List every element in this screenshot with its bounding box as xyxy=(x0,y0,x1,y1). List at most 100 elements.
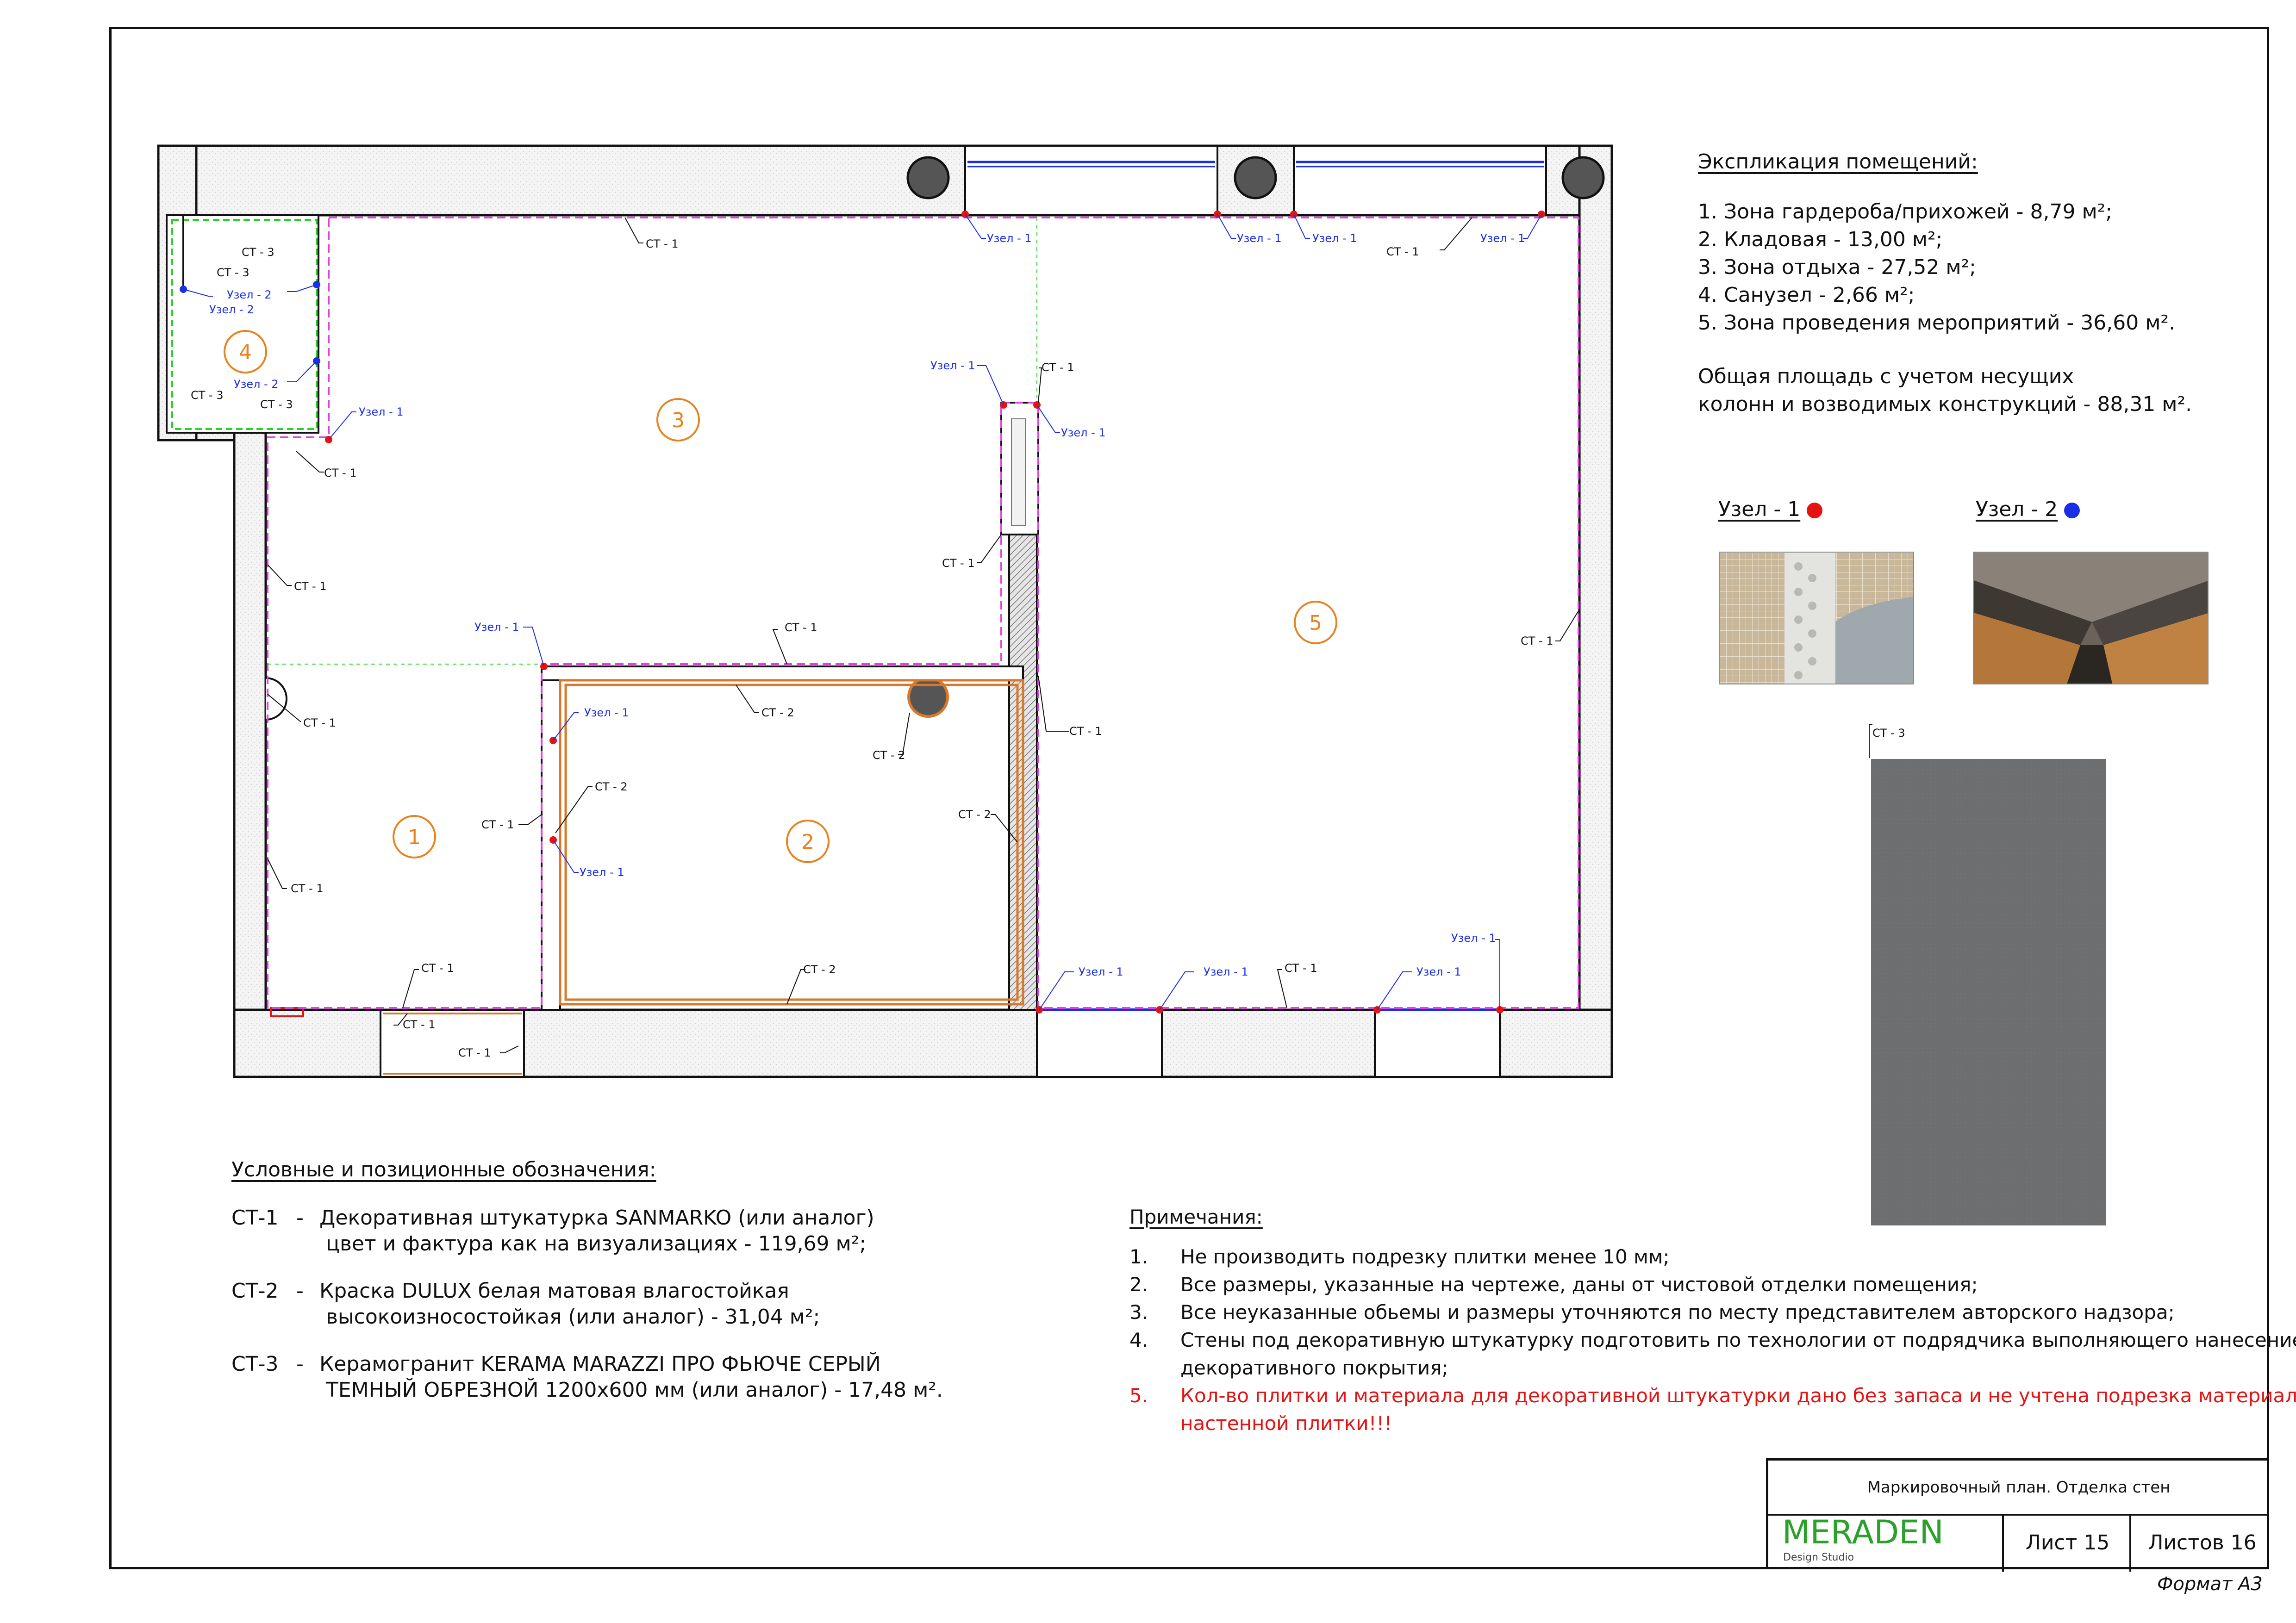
label-uzel1-f: Узел - 1 xyxy=(930,359,975,372)
explication-title: Экспликация помещений: xyxy=(1698,150,1978,174)
room-1-number: 1 xyxy=(408,826,421,849)
room-line-1: 1. Зона гардероба/прихожей - 8,79 м²; xyxy=(1698,200,2113,224)
label-ct2-d: СТ - 2 xyxy=(958,808,991,821)
legend-item-ct3: СТ-3- Керамогранит KERAMA MARAZZI ПРО ФЬ… xyxy=(231,1351,943,1403)
label-uzel1-g: Узел - 1 xyxy=(1061,426,1106,439)
label-uzel1-i: Узел - 1 xyxy=(584,706,629,719)
note-item: 2.Все размеры, указанные на чертеже, дан… xyxy=(1129,1273,1978,1296)
room-3-number: 3 xyxy=(672,409,685,432)
total-area-line-2: колонн и возводимых конструкций - 88,31 … xyxy=(1698,392,2192,416)
node-2-photo xyxy=(1973,552,2209,684)
legend-item-ct1: СТ-1- Декоративная штукатурка SANMARKO (… xyxy=(231,1205,943,1257)
label-ct1-p: СТ - 1 xyxy=(1285,962,1317,975)
sheet-number: Лист 15 xyxy=(2002,1514,2131,1572)
paper-format: Формат А3 xyxy=(2157,1573,2263,1595)
room-line-3: 3. Зона отдыха - 27,52 м²; xyxy=(1698,255,1976,279)
room-4-number: 4 xyxy=(239,341,252,364)
note-item: 3.Все неуказанные обьемы и размеры уточн… xyxy=(1129,1301,2175,1324)
label-ct2-e: СТ - 2 xyxy=(803,963,836,976)
legend-text: цвет и фактура как на визуализациях - 11… xyxy=(326,1232,867,1256)
legend-code: СТ-1 xyxy=(231,1206,279,1230)
label-uzel2-c: Узел - 2 xyxy=(234,378,279,391)
legend-code: СТ-3 xyxy=(231,1352,279,1376)
uzel-leaders xyxy=(183,214,1542,1010)
note-item: 4.Стены под декоративную штукатурку подг… xyxy=(1129,1329,2296,1379)
room-line-5: 5. Зона проведения мероприятий - 36,60 м… xyxy=(1698,311,2176,335)
label-ct1-m: СТ - 1 xyxy=(421,962,454,975)
node-2-label: Узел - 2 xyxy=(1976,497,2058,521)
explication: Экспликация помещений: 1. Зона гардероба… xyxy=(1698,148,2192,418)
node-1-label: Узел - 1 xyxy=(1718,497,1801,521)
label-uzel2-b: Узел - 2 xyxy=(209,303,254,316)
label-ct1-f: СТ - 1 xyxy=(1042,361,1074,374)
studio-logo: MERADEN xyxy=(1782,1513,1944,1551)
legend-title: Условные и позиционные обозначения: xyxy=(231,1158,656,1181)
label-uzel1-c: Узел - 1 xyxy=(1312,232,1357,245)
label-uzel2-a: Узел - 2 xyxy=(227,288,272,301)
legend-text: ТЕМНЫЙ ОБРЕЗНОЙ 1200х600 мм (или аналог)… xyxy=(326,1378,943,1402)
label-ct1-i: СТ - 1 xyxy=(294,580,327,593)
label-ct2-b: СТ - 2 xyxy=(761,706,794,719)
walls xyxy=(157,144,1613,1078)
top-windows xyxy=(964,145,1547,216)
label-uzel1-k: Узел - 1 xyxy=(1079,965,1123,978)
label-ct1-a: СТ - 1 xyxy=(646,237,679,250)
legend-text: Керамогранит KERAMA MARAZZI ПРО ФЬЮЧЕ СЕ… xyxy=(319,1352,881,1376)
sheet-name: Маркировочный план. Отделка стен xyxy=(1768,1461,2269,1516)
room-2-number: 2 xyxy=(801,830,814,854)
legend-text: высокоизносостойкая (или аналог) - 31,04… xyxy=(326,1305,820,1329)
drawing-frame xyxy=(109,27,2269,1569)
notes: Примечания: 1.Не производить подрезку пл… xyxy=(1129,1203,2296,1437)
label-ct1-j: СТ - 1 xyxy=(324,466,357,479)
room-line-4: 4. Санузел - 2,66 м²; xyxy=(1698,283,1915,307)
label-ct1-h: СТ - 1 xyxy=(291,882,324,895)
room-line-2: 2. Кладовая - 13,00 м²; xyxy=(1698,228,1943,251)
legend-item-ct2: СТ-2- Краска DULUX белая матовая влагост… xyxy=(231,1278,943,1330)
ct1-contour xyxy=(267,217,1579,1009)
node-2-heading: Узел - 2 xyxy=(1976,497,2080,521)
label-ct2-c: СТ - 2 xyxy=(873,749,905,762)
columns xyxy=(906,156,1605,718)
room-4-bathroom xyxy=(166,214,319,434)
label-ct1-o: СТ - 1 xyxy=(458,1046,491,1059)
legend-code: СТ-2 xyxy=(231,1279,279,1303)
label-uzel1-n: Узел - 1 xyxy=(1451,932,1496,945)
sheets-total: Листов 16 xyxy=(2129,1514,2273,1572)
red-dot-icon xyxy=(1807,503,1823,518)
node-1-heading: Узел - 1 xyxy=(1718,497,1823,521)
bottom-openings xyxy=(270,1007,1501,1078)
label-uzel1-b: Узел - 1 xyxy=(1237,232,1282,245)
notes-title: Примечания: xyxy=(1129,1206,1263,1228)
ct3-sample-leader xyxy=(1869,724,1872,758)
total-area-line-1: Общая площадь с учетом несущих xyxy=(1698,365,2074,388)
label-uzel1-e: Узел - 1 xyxy=(359,405,404,418)
label-ct3-c: СТ - 3 xyxy=(191,389,224,402)
label-ct1-n: СТ - 1 xyxy=(403,1018,436,1031)
node-1-photo xyxy=(1719,552,1914,684)
label-ct1-e: СТ - 1 xyxy=(942,557,975,570)
label-uzel1-m: Узел - 1 xyxy=(1416,965,1461,978)
room-5-number: 5 xyxy=(1309,611,1322,635)
label-uzel1-a: Узел - 1 xyxy=(987,232,1032,245)
label-uzel1-j: Узел - 1 xyxy=(580,866,624,879)
label-ct1-b: СТ - 1 xyxy=(1386,245,1419,258)
blue-dot-icon xyxy=(2064,503,2080,518)
label-ct1-g: СТ - 1 xyxy=(303,716,336,729)
note-item: 1.Не производить подрезку плитки менее 1… xyxy=(1129,1245,1670,1268)
label-ct1-l: СТ - 1 xyxy=(785,621,817,634)
title-block: Маркировочный план. Отделка стен MERADEN… xyxy=(1766,1458,2269,1572)
label-ct1-k: СТ - 1 xyxy=(481,818,514,831)
leader-lines xyxy=(267,217,1579,1053)
label-ct3-b: СТ - 3 xyxy=(217,266,250,279)
label-uzel1-h: Узел - 1 xyxy=(474,621,519,634)
label-ct3-d: СТ - 3 xyxy=(260,398,293,411)
label-uzel1-d: Узел - 1 xyxy=(1480,232,1525,245)
label-ct2-a: СТ - 2 xyxy=(595,780,628,793)
room-numbers xyxy=(224,330,1337,863)
ct3-tile-sample xyxy=(1871,759,2106,1225)
legend-text: Краска DULUX белая матовая влагостойкая xyxy=(319,1279,789,1303)
label-ct1-d: СТ - 1 xyxy=(1069,725,1102,738)
note-item-warning: 5.Кол-во плитки и материала для декорати… xyxy=(1129,1384,2296,1435)
label-ct1-c: СТ - 1 xyxy=(1521,634,1554,647)
